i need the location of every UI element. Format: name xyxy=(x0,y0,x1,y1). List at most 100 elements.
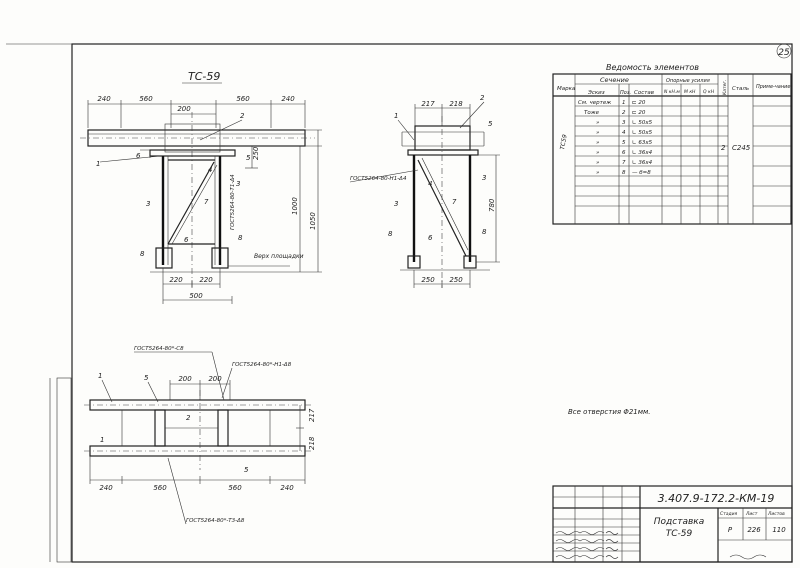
front-beam-cap xyxy=(164,123,221,153)
left-margin-strip xyxy=(56,377,72,563)
spec-steel: С245 xyxy=(732,144,751,152)
spec-pos-4: 5 xyxy=(622,140,626,146)
spec-comp-5: ∟ 36х4 xyxy=(632,150,653,156)
spec-sketch-6: » xyxy=(596,160,600,166)
spec-sketch-4: » xyxy=(596,140,600,146)
front-label-2: 2 xyxy=(240,112,245,120)
side-view: 217 218 780 250 250 ГОСТ5264-80-Н1-Δ4 1 … xyxy=(349,94,500,288)
side-bracket-plate xyxy=(407,149,479,156)
title-sheet: 226 xyxy=(747,526,761,534)
plan-weld-note-2: ГОСТ5264-80*-Т3-Δ8 xyxy=(186,518,245,524)
spec-h-N: N кН.м xyxy=(664,89,680,95)
plan-dim-right-1: 218 xyxy=(308,436,316,450)
side-top-channel xyxy=(414,125,471,151)
front-dim-bottom-0: 220 xyxy=(169,276,183,284)
spec-sketch-1: Тоже xyxy=(584,110,600,116)
spec-comp-7: — б=8 xyxy=(632,170,651,176)
sheet-frame xyxy=(71,43,793,563)
front-weld-note: ГОСТ5264-80-Т1-Δ4 xyxy=(230,174,236,230)
side-label-6: 6 xyxy=(428,234,433,242)
spec-pos-1: 2 xyxy=(622,110,626,116)
front-label-4: 4 xyxy=(208,166,212,174)
title-name-line2: ТС-59 xyxy=(666,529,693,539)
spec-h-steel: Сталь xyxy=(732,86,749,92)
side-diagonal-brace xyxy=(417,159,467,257)
plan-label-2: 2 xyxy=(186,414,191,422)
front-dim-top-0: 240 xyxy=(97,95,111,103)
plan-cross-left xyxy=(154,409,166,447)
holes-note: Все отверстия Φ21мм. xyxy=(568,408,651,416)
title-stage-label: Стадия xyxy=(720,511,738,517)
side-label-5: 5 xyxy=(488,120,493,128)
spec-category: 2 xyxy=(721,144,726,152)
side-dim-top-1: 218 xyxy=(449,100,463,108)
side-label-1: 1 xyxy=(394,112,398,120)
front-view: ТС-59 240 560 200 560 240 xyxy=(80,70,322,304)
front-bracket-plate xyxy=(149,149,236,157)
spec-pos-5: 6 xyxy=(622,150,626,156)
spec-comp-1: ⊏ 20 xyxy=(632,110,646,116)
title-block: 3.407.9-172.2-КМ-19 Подставка ТС-59 Стад… xyxy=(552,485,793,563)
title-sheet-label: Лист xyxy=(745,511,758,517)
front-dim-top-2: 200 xyxy=(177,105,191,113)
plan-label-5b: 5 xyxy=(244,466,249,474)
front-level-note: Верх площадки xyxy=(254,253,304,260)
spec-pos-0: 1 xyxy=(622,100,626,106)
spec-h-section: Сечение xyxy=(600,76,629,84)
front-label-5: 5 xyxy=(246,154,251,162)
spec-h-pos: Поз. xyxy=(620,90,631,96)
title-sheets: 110 xyxy=(772,526,786,534)
spec-comp-0: ⊏ 20 xyxy=(632,100,646,106)
spec-h-forces: Опорные усилия xyxy=(666,78,710,84)
spec-pos-3: 4 xyxy=(622,130,626,136)
side-dim-bottom-1: 250 xyxy=(449,276,463,284)
front-label-8b: 8 xyxy=(238,234,243,242)
plan-label-5a: 5 xyxy=(144,374,149,382)
plan-dim-bottom-1: 560 xyxy=(153,484,167,492)
front-diagonal-brace xyxy=(167,161,215,245)
spec-sketch-3: » xyxy=(596,130,600,136)
spec-sketch-5: » xyxy=(596,150,600,156)
spec-table: Ведомость элементов xyxy=(552,63,792,225)
front-label-6b: 6 xyxy=(136,152,141,160)
side-label-7: 7 xyxy=(452,198,457,206)
spec-comp-3: ∟ 50х5 xyxy=(632,130,653,136)
plan-dim-top-1: 200 xyxy=(208,375,222,383)
plan-dim-bottom-0: 240 xyxy=(99,484,113,492)
front-bracket-left xyxy=(140,149,151,158)
spec-pos-6: 7 xyxy=(622,160,626,166)
side-dim-right: 780 xyxy=(488,198,496,212)
side-base-plate-left xyxy=(407,255,421,269)
side-dim-top-0: 217 xyxy=(421,100,435,108)
plan-label-1b: 1 xyxy=(100,436,104,444)
front-label-3b: 3 xyxy=(236,180,240,188)
front-base-plate-left xyxy=(155,247,173,269)
spec-sketch-0: См. чертеж xyxy=(578,100,611,106)
spec-pos-2: 3 xyxy=(622,120,626,126)
side-dim-bottom-0: 250 xyxy=(421,276,435,284)
spec-h-cat: Катег. xyxy=(722,80,728,95)
spec-comp-2: ∟ 50х5 xyxy=(632,120,653,126)
spec-h-M: М кН xyxy=(684,89,696,95)
plan-weld-note-1: ГОСТ5264-80*-Н1-Δ8 xyxy=(232,362,292,368)
signature-scribbles xyxy=(555,531,767,560)
front-dim-right-1: 1000 xyxy=(291,197,299,215)
plan-cross-right xyxy=(217,409,229,447)
page-number-circle xyxy=(776,43,792,59)
front-label-8a: 8 xyxy=(140,250,145,258)
plan-dim-right-0: 217 xyxy=(308,408,316,422)
front-label-7: 7 xyxy=(204,198,209,206)
plan-weld-note-0: ГОСТ5264-80*-С8 xyxy=(134,346,184,352)
side-label-8a: 8 xyxy=(388,230,393,238)
front-dim-right-0: 250 xyxy=(252,146,260,160)
title-stage: Р xyxy=(728,526,733,534)
plan-label-1a: 1 xyxy=(98,372,102,380)
front-dim-bottom-total: 500 xyxy=(189,292,203,300)
side-weld-note: ГОСТ5264-80-Н1-Δ4 xyxy=(350,176,407,182)
page-number: 25 xyxy=(778,48,790,58)
spec-sketch-7: » xyxy=(596,170,600,176)
spec-title: Ведомость элементов xyxy=(606,63,699,72)
spec-sketch-2: » xyxy=(596,120,600,126)
side-label-3a: 3 xyxy=(394,200,398,208)
